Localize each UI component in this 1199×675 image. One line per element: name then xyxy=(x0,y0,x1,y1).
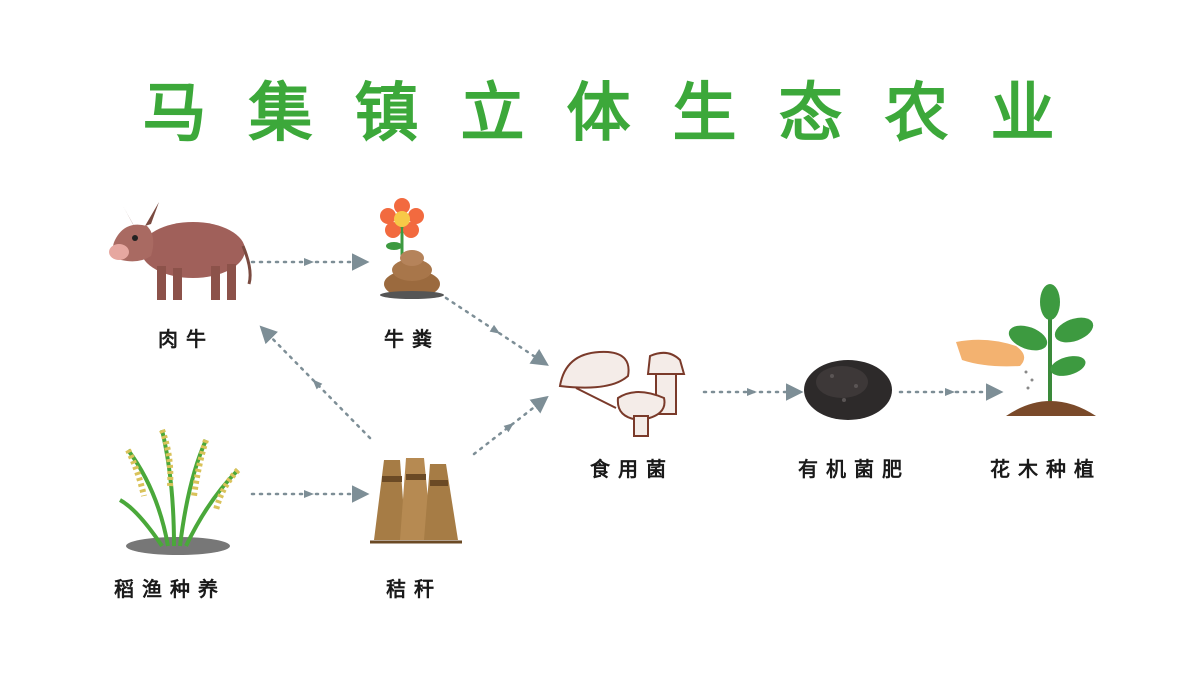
fertilizer-pile-icon xyxy=(804,360,892,420)
node-label-straw: 秸秆 xyxy=(386,577,442,601)
node-label-rice-fish: 稻渔种养 xyxy=(114,577,226,601)
node-label-mushroom: 食用菌 xyxy=(590,457,674,481)
seedling-icon xyxy=(956,284,1096,416)
arrow-straw-to-mushroom xyxy=(472,395,549,456)
straw-bundle-icon xyxy=(370,458,462,544)
arrow-straw-to-beef-cattle xyxy=(259,325,372,440)
arrow-mid-beef-cattle-to-cow-dung xyxy=(304,258,314,266)
dung-flower-icon xyxy=(380,198,444,299)
arrow-mid-mushroom-to-organic-fertilizer xyxy=(747,388,757,396)
arrow-mid-rice-fish-to-straw xyxy=(304,490,314,498)
mushroom-icon xyxy=(558,350,686,437)
node-label-beef-cattle: 肉牛 xyxy=(158,327,214,351)
rice-plant-icon xyxy=(118,428,241,555)
arrow-mid-straw-to-mushroom xyxy=(503,422,514,433)
arrow-mid-organic-fertilizer-to-planting xyxy=(945,388,955,396)
page-title: 马集镇立体生态农业 xyxy=(142,77,1097,151)
node-label-organic-fertilizer: 有机菌肥 xyxy=(798,457,910,481)
node-label-planting: 花木种植 xyxy=(990,457,1102,481)
arrow-mid-straw-to-beef-cattle xyxy=(312,379,323,390)
cow-icon xyxy=(109,202,252,300)
node-label-cow-dung: 牛粪 xyxy=(384,327,440,351)
arrow-mid-cow-dung-to-mushroom xyxy=(489,324,501,334)
